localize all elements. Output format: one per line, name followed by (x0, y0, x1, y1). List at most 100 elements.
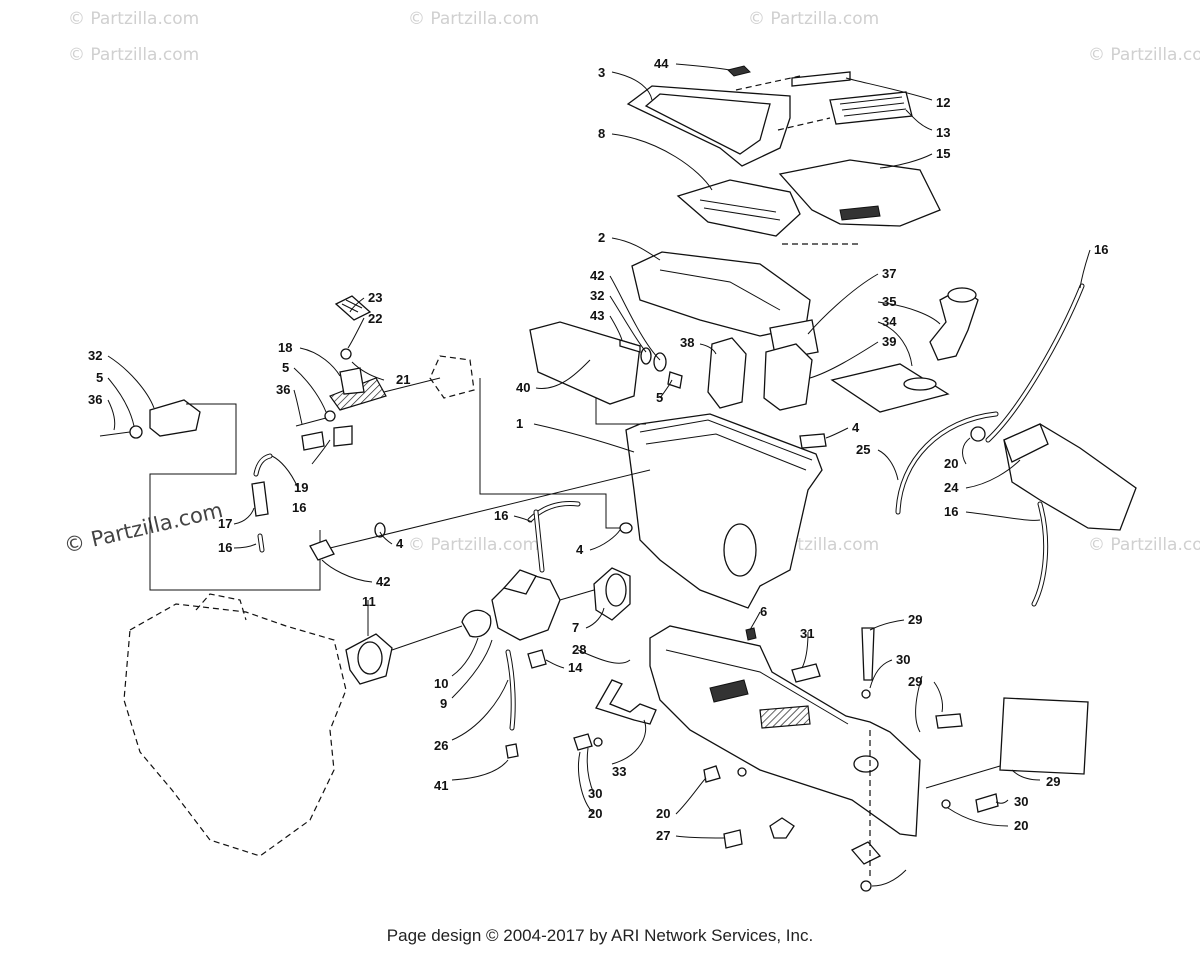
part-3-inner (644, 93, 771, 155)
callout: 15 (936, 146, 950, 161)
part-14 (527, 649, 547, 669)
callout: 11 (362, 594, 376, 609)
callout: 8 (598, 126, 605, 141)
callout: 34 (882, 314, 897, 329)
part-17 (251, 481, 269, 517)
callout: 37 (882, 266, 896, 281)
callout: 38 (680, 335, 694, 350)
callout: 5 (282, 360, 289, 375)
callout: 4 (576, 542, 584, 557)
callout: 36 (88, 392, 102, 407)
callout: 21 (396, 372, 410, 387)
callout: 30 (896, 652, 910, 667)
watermark: © Partzilla.com (408, 535, 539, 555)
callout: 23 (368, 290, 382, 305)
watermark: © Partzilla.com (748, 9, 879, 29)
callout: 12 (936, 95, 950, 110)
callout: 32 (88, 348, 102, 363)
callout: 44 (654, 56, 669, 71)
callout: 18 (278, 340, 292, 355)
callout: 16 (944, 504, 958, 519)
callout: 17 (218, 516, 232, 531)
part-6 (745, 627, 757, 641)
watermark: © Partzilla.com (68, 45, 199, 65)
callout: 28 (572, 642, 586, 657)
callout: 36 (276, 382, 290, 397)
callout: 33 (612, 764, 626, 779)
callout: 10 (434, 676, 448, 691)
part-20 (573, 733, 593, 751)
callout: 22 (368, 311, 382, 326)
part-19 (301, 431, 325, 451)
part-15 (778, 159, 941, 227)
callout: 14 (568, 660, 583, 675)
part-1 (625, 413, 823, 609)
callout: 20 (588, 806, 602, 821)
callout: 39 (882, 334, 896, 349)
part-44 (727, 65, 751, 77)
callout: 26 (434, 738, 448, 753)
callout: 6 (760, 604, 767, 619)
part-39 (763, 343, 813, 411)
callout: 2 (598, 230, 605, 245)
callout: 29 (908, 674, 922, 689)
callout: 42 (376, 574, 390, 589)
page-footer: Page design © 2004-2017 by ARI Network S… (386, 926, 814, 945)
callout: 24 (944, 480, 959, 495)
part-16 (985, 283, 1085, 443)
callout: 16 (494, 508, 508, 523)
callout: 30 (1014, 794, 1028, 809)
part-41 (505, 743, 519, 759)
part-24 (1003, 423, 1137, 531)
callout: 41 (434, 778, 448, 793)
callout: 29 (1046, 774, 1060, 789)
callout: 20 (656, 806, 670, 821)
callout: 16 (1094, 242, 1108, 257)
part-34 (830, 363, 950, 413)
callout: 5 (656, 390, 663, 405)
parts (99, 65, 1137, 892)
part-2 (631, 251, 811, 337)
watermark: © Partzilla.com (408, 9, 539, 29)
part-27 (999, 697, 1089, 775)
part-8 (676, 179, 801, 237)
callout: 16 (292, 500, 306, 515)
callout: 29 (908, 612, 922, 627)
part-33 (595, 679, 657, 725)
callout: 35 (882, 294, 896, 309)
watermark: © Partzilla.com (68, 9, 199, 29)
callout: 42 (590, 268, 604, 283)
watermark-large: © Partzilla.com (62, 498, 225, 558)
callout: 25 (856, 442, 870, 457)
callout: 20 (1014, 818, 1028, 833)
callout: 31 (800, 626, 814, 641)
callout: 43 (590, 308, 604, 323)
watermark: © Partzilla.com (1088, 45, 1200, 65)
callout: 7 (572, 620, 579, 635)
callout: 1 (516, 416, 523, 431)
callout: 9 (440, 696, 447, 711)
part-bracket-left (149, 399, 201, 437)
callout: 40 (516, 380, 530, 395)
callout: 19 (294, 480, 308, 495)
leader-lines (107, 63, 1091, 887)
callout: 13 (936, 125, 950, 140)
callout: 4 (852, 420, 860, 435)
callout: 5 (96, 370, 103, 385)
callout: 27 (656, 828, 670, 843)
part-42 (309, 539, 335, 561)
callout: 20 (944, 456, 958, 471)
callout: 30 (588, 786, 602, 801)
part-29 (861, 627, 875, 681)
part-40 (529, 321, 641, 405)
callout: 3 (598, 65, 605, 80)
callout: 32 (590, 288, 604, 303)
watermark: © Partzilla.com (1088, 535, 1200, 555)
part-12 (791, 71, 851, 87)
callout: 4 (396, 536, 404, 551)
part-38 (707, 337, 747, 409)
callouts: 44 3 12 13 8 15 2 16 42 32 43 37 35 34 3… (88, 56, 1108, 843)
callout: 16 (218, 540, 232, 555)
part-28 (649, 625, 921, 837)
